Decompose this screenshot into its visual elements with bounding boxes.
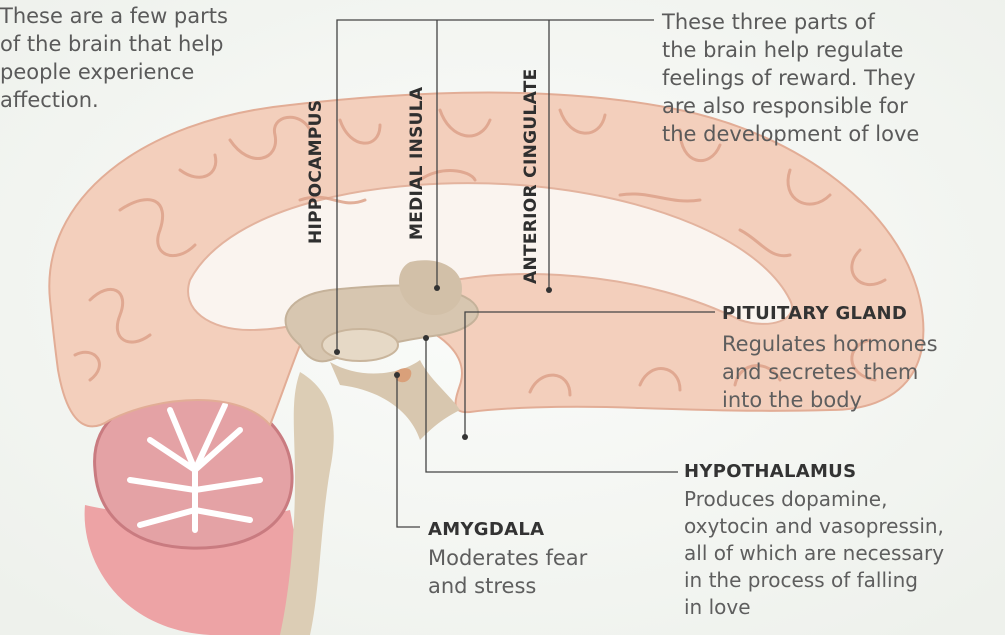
pituitary-title: PITUITARY GLAND (722, 302, 1002, 326)
hypothalamus-line: all of which are necessary (684, 540, 1005, 567)
pituitary-line: and secretes them (722, 358, 1002, 386)
left-note-line: These are a few parts (0, 2, 290, 30)
hypothalamus-title: HYPOTHALAMUS (684, 460, 1005, 484)
hypothalamus-line: in love (684, 594, 1005, 621)
right-note-line: feelings of reward. They (662, 64, 1002, 92)
amygdala-callout: AMYGDALA Moderates fear and stress (428, 518, 668, 600)
amygdala-description: Moderates fear and stress (428, 544, 668, 600)
hypothalamus-description: Produces dopamine, oxytocin and vasopres… (684, 486, 1005, 621)
left-note: These are a few parts of the brain that … (0, 2, 290, 114)
right-note-line: the development of love (662, 120, 1002, 148)
hypothalamus-line: in the process of falling (684, 567, 1005, 594)
left-note-line: of the brain that help (0, 30, 290, 58)
hippocampus-label: HIPPOCAMPUS (306, 100, 326, 244)
right-note-line: These three parts of (662, 8, 1002, 36)
amygdala-title: AMYGDALA (428, 518, 668, 542)
pituitary-line: into the body (722, 386, 1002, 414)
hypothalamus-line: oxytocin and vasopressin, (684, 513, 1005, 540)
hypothalamus-callout: HYPOTHALAMUS Produces dopamine, oxytocin… (684, 460, 1005, 621)
medial-insula-label: MEDIAL INSULA (407, 87, 427, 240)
hypothalamus-line: Produces dopamine, (684, 486, 1005, 513)
amygdala-line: and stress (428, 572, 668, 600)
pituitary-callout: PITUITARY GLAND Regulates hormones and s… (722, 302, 1002, 414)
left-note-line: people experience (0, 58, 290, 86)
right-note: These three parts of the brain help regu… (662, 8, 1002, 148)
right-note-line: the brain help regulate (662, 36, 1002, 64)
pituitary-description: Regulates hormones and secretes them int… (722, 330, 1002, 414)
left-note-line: affection. (0, 86, 290, 114)
amygdala-line: Moderates fear (428, 544, 668, 572)
anterior-cingulate-label: ANTERIOR CINGULATE (521, 68, 541, 284)
right-note-line: are also responsible for (662, 92, 1002, 120)
pituitary-line: Regulates hormones (722, 330, 1002, 358)
